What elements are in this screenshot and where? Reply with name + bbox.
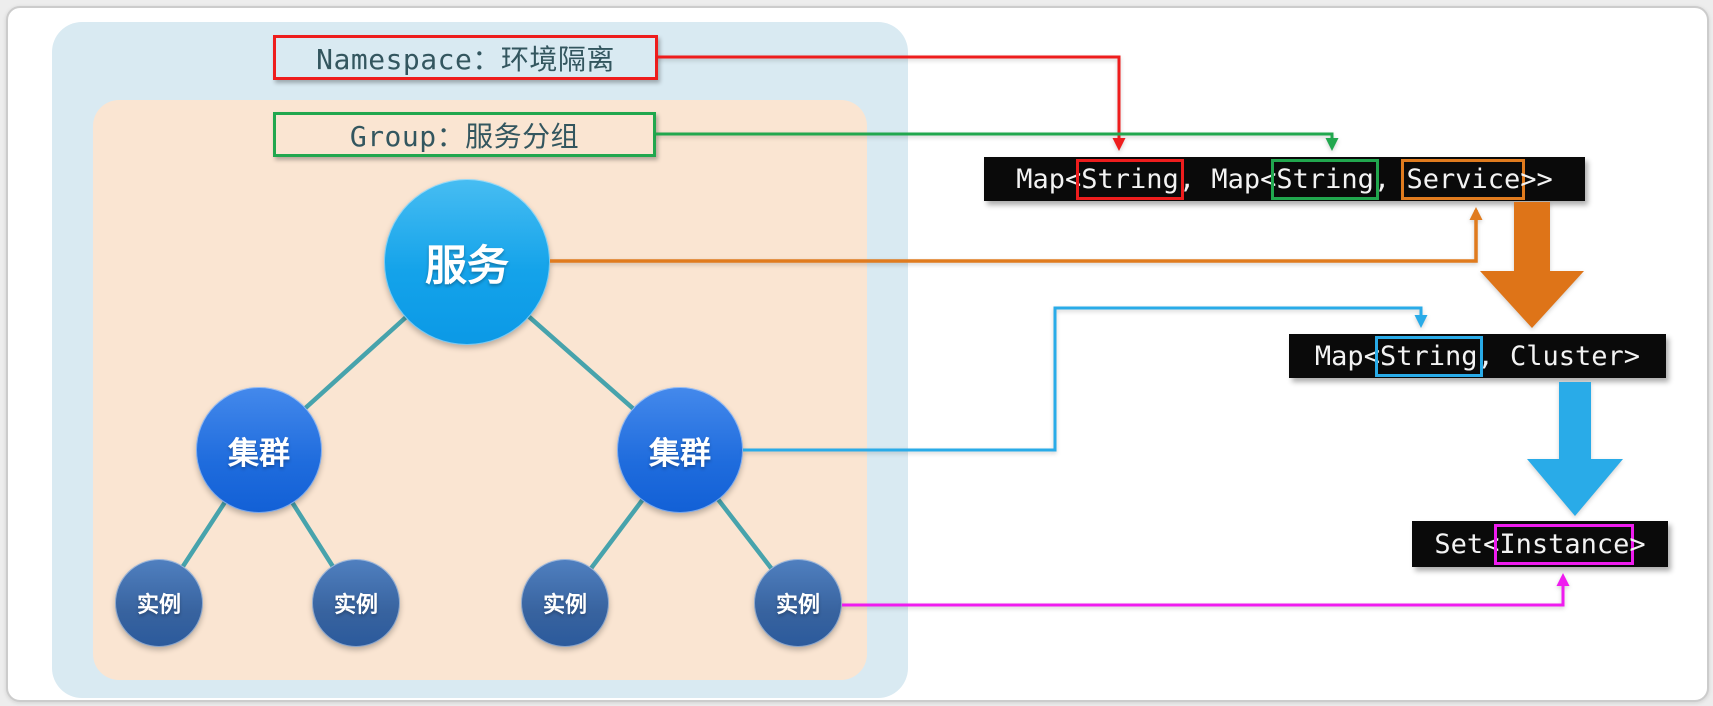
arrow-namespace-to-string (658, 55, 1126, 151)
code-segment: Set< (1434, 528, 1500, 560)
arrow-group-to-string (656, 132, 1339, 151)
code-segment: Map< (1016, 163, 1082, 195)
arrow-service-node-to-service-type (550, 207, 1483, 263)
big-arrow-cluster-map-to-instance-set (1527, 382, 1623, 516)
highlight-namespace-key: String (1076, 158, 1184, 200)
highlight-group-key: String (1271, 158, 1379, 200)
highlight-instance-value: Instance (1494, 523, 1635, 565)
arrow-instance-node-to-instance-type (842, 573, 1570, 607)
node-instance-1: 实例 (115, 559, 203, 647)
code-segment: >> (1520, 163, 1553, 195)
highlight-cluster-key: String (1374, 335, 1483, 377)
node-instance-2: 实例 (312, 559, 400, 647)
code-box-instance-set: Set<Instance> (1412, 521, 1668, 567)
code-box-cluster-map: Map<String, Cluster> (1289, 334, 1666, 378)
code-segment: , Cluster> (1477, 340, 1641, 372)
group-label-text: Group：服务分组 (349, 119, 580, 153)
node-instance-3: 实例 (521, 559, 609, 647)
node-instance-4: 实例 (754, 559, 842, 647)
node-cluster-right: 集群 (617, 387, 743, 513)
big-arrow-outer-to-cluster-map (1480, 202, 1584, 328)
code-segment: > (1629, 528, 1646, 560)
code-segment: Map< (1314, 340, 1380, 372)
code-segment: , Map< (1178, 163, 1277, 195)
highlight-service-value: Service (1401, 158, 1526, 200)
code-segment: , (1373, 163, 1407, 195)
node-service: 服务 (384, 179, 550, 345)
arrow-cluster-node-to-string (743, 306, 1428, 452)
namespace-label-text: Namespace：环境隔离 (316, 42, 615, 76)
group-label: Group：服务分组 (273, 112, 656, 157)
node-cluster-left: 集群 (196, 387, 322, 513)
namespace-label: Namespace：环境隔离 (273, 35, 658, 80)
code-box-outer-map: Map<String, Map<String, Service>> (984, 157, 1585, 201)
